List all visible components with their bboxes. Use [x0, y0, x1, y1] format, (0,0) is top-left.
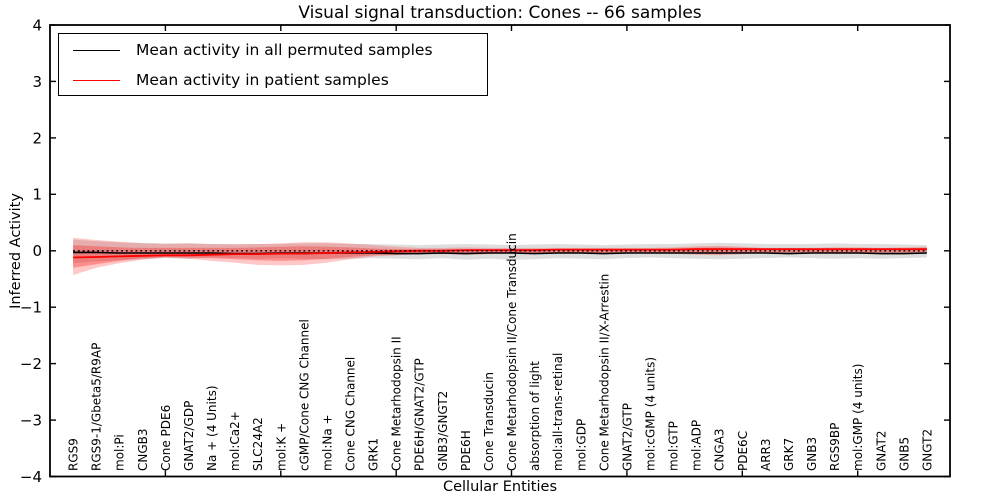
x-entity-label: GNB5	[897, 437, 911, 471]
x-entity-label: mol:Pi	[113, 434, 127, 471]
y-tick-label: 1	[32, 186, 42, 204]
legend-label-permuted: Mean activity in all permuted samples	[136, 41, 433, 59]
x-entity-label: cGMP/Cone CNG Channel	[297, 319, 311, 471]
x-entity-label: PDE6H	[459, 430, 473, 471]
x-entity-label: Cone Metarhodopsin II/X-Arrestin	[597, 274, 611, 471]
x-entity-label: GNAT2/GTP	[620, 403, 634, 471]
permuted-mean-line	[73, 251, 927, 255]
x-entity-label: Cone Metarhodopsin II/Cone Transducin	[505, 233, 519, 471]
y-tick-label: 2	[32, 129, 42, 147]
x-entity-label: GNGT2	[920, 429, 934, 471]
x-axis-label: Cellular Entities	[442, 479, 558, 495]
y-axis-label: Inferred Activity	[8, 193, 24, 309]
y-tick-label: −2	[20, 355, 42, 373]
x-entity-label: Cone Metarhodopsin II	[390, 336, 404, 471]
x-entity-label: mol:ADP	[690, 420, 704, 471]
x-entity-label: Cone PDE6	[159, 405, 173, 471]
x-entity-label: Na + (4 Units)	[205, 385, 219, 471]
x-entity-label: mol:GDP	[574, 419, 588, 471]
x-entity-label: GNB3	[805, 437, 819, 471]
x-entity-label: RGS9-1/Gbeta5/R9AP	[90, 343, 104, 471]
x-entity-label: mol:all-trans-retinal	[551, 353, 565, 471]
legend-entry-permuted: Mean activity in all permuted samples	[59, 35, 487, 65]
patient-outer-band	[73, 237, 927, 275]
x-entity-label: mol:GMP (4 units)	[851, 364, 865, 471]
x-entity-label: CNGA3	[713, 429, 727, 472]
x-entity-label: mol:cGMP (4 units)	[644, 357, 658, 471]
x-entity-label: GRK7	[782, 438, 796, 471]
y-tick-label: 0	[32, 242, 42, 260]
x-entity-label: PDE6C	[736, 431, 750, 471]
y-tick-label: 4	[32, 16, 42, 34]
y-tick-label: −1	[20, 299, 42, 317]
permuted-line-swatch	[73, 49, 120, 51]
x-entity-label: PDE6H/GNAT2/GTP	[413, 358, 427, 471]
chart-title: Visual signal transduction: Cones -- 66 …	[298, 3, 702, 23]
x-entity-label: GNAT2/GDP	[182, 401, 196, 471]
permuted-std-band	[73, 239, 927, 264]
x-entity-label: CNGB3	[136, 428, 150, 471]
x-entity-label: RGS9	[67, 438, 81, 471]
y-tick-label: 3	[32, 73, 42, 91]
y-tick-label: −4	[20, 468, 42, 486]
x-entity-label: Cone CNG Channel	[344, 357, 358, 471]
legend-label-patient: Mean activity in patient samples	[136, 71, 389, 89]
x-entity-label: GNB3/GNGT2	[436, 391, 450, 471]
patient-line-swatch	[73, 79, 120, 81]
patient-inner-band	[73, 245, 927, 268]
x-entity-label: GRK1	[367, 438, 381, 471]
x-entity-label: GNAT2	[874, 430, 888, 471]
patient-mean-line	[73, 248, 927, 259]
x-entity-label: Cone Transducin	[482, 372, 496, 471]
x-entity-label: mol:Na +	[320, 414, 334, 471]
x-entity-label: mol:K +	[274, 423, 288, 471]
legend-entry-patient: Mean activity in patient samples	[59, 65, 487, 95]
x-entity-label: mol:GTP	[667, 421, 681, 471]
x-entity-label: ARR3	[759, 438, 773, 471]
x-entity-label: SLC24A2	[251, 417, 265, 471]
x-entity-label: RGS9BP	[828, 423, 842, 471]
legend-box: Mean activity in all permuted samples Me…	[58, 33, 488, 96]
x-entity-label: mol:Ca2+	[228, 411, 242, 471]
x-entity-label: absorption of light	[528, 361, 542, 471]
y-tick-label: −3	[20, 412, 42, 430]
